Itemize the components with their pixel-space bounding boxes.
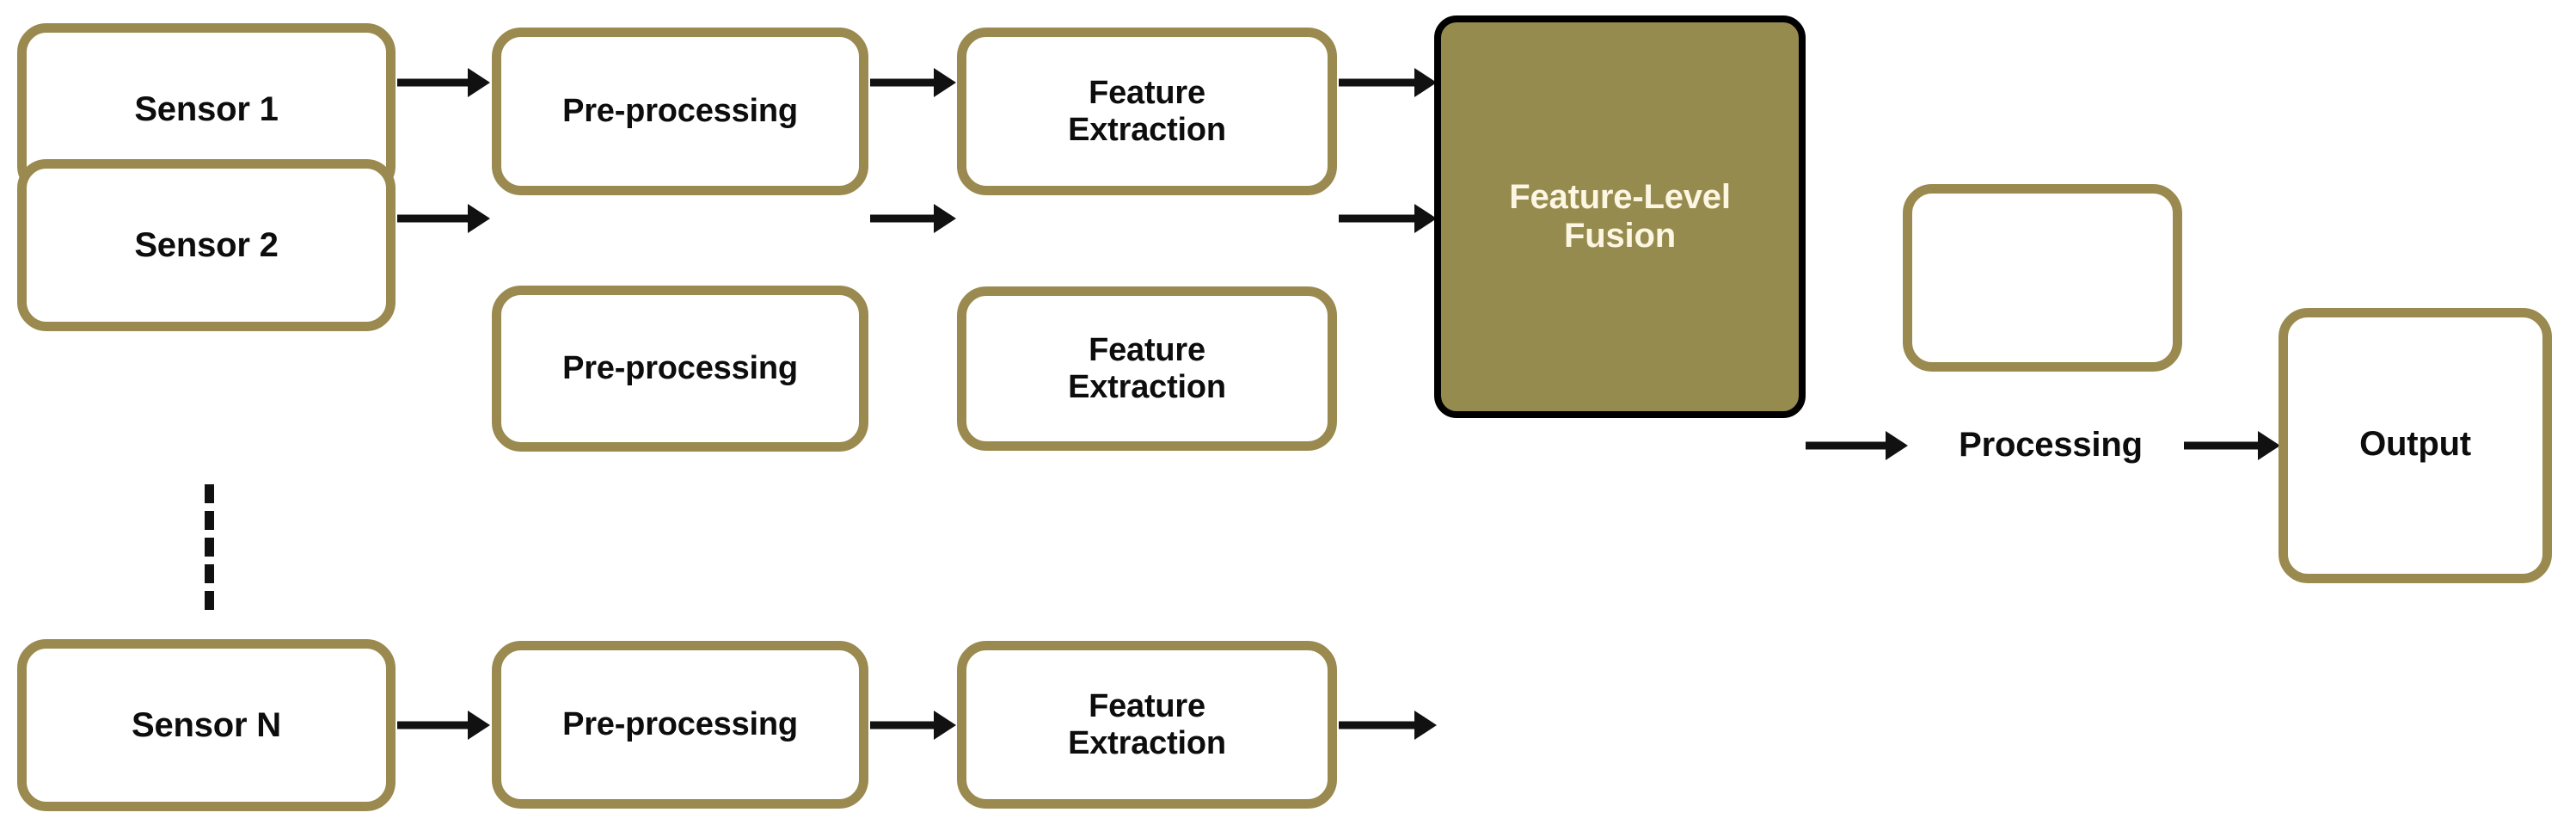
arrow-shaft xyxy=(870,721,937,729)
arrow-head xyxy=(934,68,956,97)
arrow-shaft xyxy=(2184,441,2261,450)
arrow-head xyxy=(934,711,956,740)
arrow-head xyxy=(1414,204,1437,233)
node-sensor-n-label: Sensor N xyxy=(131,705,281,744)
node-feature-extraction-2-label: Feature Extraction xyxy=(1068,331,1226,405)
node-preprocessing-2[interactable]: Pre-processing xyxy=(492,286,868,452)
arrow-shaft xyxy=(870,214,937,223)
arrow-head xyxy=(1886,431,1908,460)
node-feature-extraction-n[interactable]: Feature Extraction xyxy=(957,641,1337,809)
node-preprocessing-1-label: Pre-processing xyxy=(562,93,798,130)
arrow-shaft xyxy=(397,721,471,729)
node-processing-label: Processing xyxy=(1959,426,2143,464)
node-output[interactable]: Output xyxy=(2279,308,2552,583)
node-feature-extraction-1-label: Feature Extraction xyxy=(1068,74,1226,148)
node-feature-level-fusion-label: Feature-Level Fusion xyxy=(1509,178,1731,255)
node-preprocessing-n[interactable]: Pre-processing xyxy=(492,641,868,809)
arrow-shaft xyxy=(870,78,937,87)
node-processing[interactable]: Processing xyxy=(1903,184,2182,464)
arrow-head xyxy=(2258,431,2280,460)
node-feature-extraction-1[interactable]: Feature Extraction xyxy=(957,28,1337,195)
node-feature-extraction-n-label: Feature Extraction xyxy=(1068,687,1226,761)
vertical-dashed-continuation-icon xyxy=(205,484,214,610)
node-feature-level-fusion[interactable]: Feature-Level Fusion xyxy=(1434,15,1806,418)
arrow-head xyxy=(1414,68,1437,97)
node-feature-extraction-2[interactable]: Feature Extraction xyxy=(957,286,1337,451)
arrow-head xyxy=(468,68,490,97)
arrow-shaft xyxy=(1339,721,1418,729)
arrow-shaft xyxy=(1806,441,1889,450)
arrow-head xyxy=(934,204,956,233)
node-sensor-2-label: Sensor 2 xyxy=(134,225,279,264)
node-sensor-n[interactable]: Sensor N xyxy=(17,639,396,811)
node-sensor-2[interactable]: Sensor 2 xyxy=(17,159,396,331)
arrow-shaft xyxy=(1339,214,1418,223)
arrow-shaft xyxy=(397,214,471,223)
node-sensor-1-label: Sensor 1 xyxy=(134,89,279,128)
arrow-shaft xyxy=(397,78,471,87)
arrow-head xyxy=(468,204,490,233)
node-preprocessing-2-label: Pre-processing xyxy=(562,350,798,387)
arrow-head xyxy=(468,711,490,740)
node-preprocessing-n-label: Pre-processing xyxy=(562,706,798,743)
arrow-shaft xyxy=(1339,78,1418,87)
node-output-label: Output xyxy=(2359,425,2471,463)
arrow-head xyxy=(1414,711,1437,740)
node-preprocessing-1[interactable]: Pre-processing xyxy=(492,28,868,195)
